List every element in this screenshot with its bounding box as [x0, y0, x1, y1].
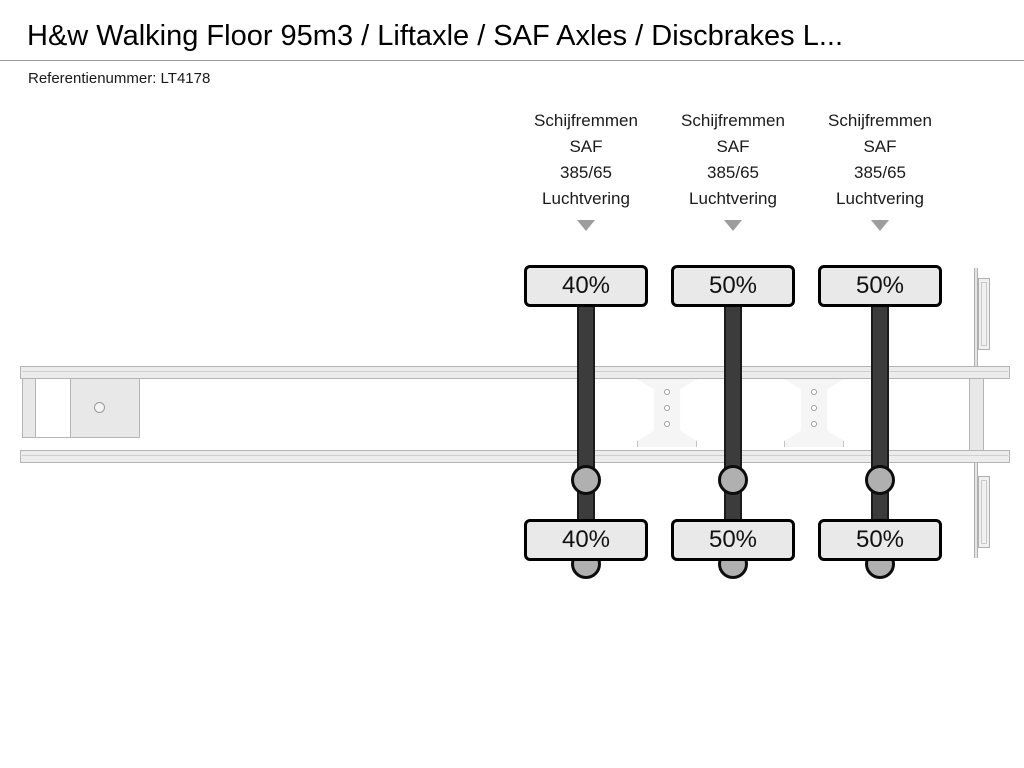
front-cross-member [22, 378, 36, 438]
axle-2-tyre-wear-bottom[interactable]: 50% [671, 519, 795, 561]
axle-3-suspension: Luchtvering [836, 189, 924, 208]
hanger-hole [664, 389, 670, 395]
axle-3-spec-label: Schijfremmen SAF 385/65 Luchtvering [805, 108, 955, 212]
hanger-hole [664, 421, 670, 427]
suspension-hanger [637, 373, 697, 447]
axle-3-tyre-wear-bottom[interactable]: 50% [818, 519, 942, 561]
axle-2-hub-top [718, 465, 748, 495]
chassis-rail-top [20, 366, 1010, 379]
axle-2-brake-type: Schijfremmen [681, 111, 785, 130]
rear-cross-panel [969, 372, 984, 454]
axle-1-hub-top [571, 465, 601, 495]
hanger-hole [664, 405, 670, 411]
kingpin-icon [94, 402, 105, 413]
hanger-holes [811, 389, 817, 427]
hanger-holes [664, 389, 670, 427]
axle-column-1[interactable]: Schijfremmen SAF 385/65 Luchtvering 40% … [511, 108, 661, 579]
rear-mudflap-inner [981, 480, 987, 544]
axle-1-tyre-size: 385/65 [560, 163, 612, 182]
axle-3-tyre-wear-top[interactable]: 50% [818, 265, 942, 307]
axle-1-spec-label: Schijfremmen SAF 385/65 Luchtvering [511, 108, 661, 212]
axle-column-2[interactable]: Schijfremmen SAF 385/65 Luchtvering 50% … [658, 108, 808, 579]
chevron-down-icon [577, 220, 595, 231]
hanger-hole [811, 421, 817, 427]
axle-2-tyre-size: 385/65 [707, 163, 759, 182]
chevron-down-icon [724, 220, 742, 231]
kingpin-plate [70, 378, 140, 438]
axle-2-brand: SAF [716, 137, 750, 156]
axle-1-suspension: Luchtvering [542, 189, 630, 208]
axle-3-tyre-size: 385/65 [854, 163, 906, 182]
axle-1-tyre-wear-top[interactable]: 40% [524, 265, 648, 307]
reference-number: Referentienummer: LT4178 [28, 70, 211, 87]
axle-3-brake-type: Schijfremmen [828, 111, 932, 130]
rear-mudflap-top [978, 278, 990, 350]
hanger-hole [811, 389, 817, 395]
front-gap [36, 378, 70, 438]
axle-2-suspension: Luchtvering [689, 189, 777, 208]
rear-mudflap-bottom [978, 476, 990, 548]
axle-3-bar [871, 280, 889, 560]
rail-highlight [22, 455, 1008, 456]
rail-highlight [22, 371, 1008, 372]
axle-1-brand: SAF [569, 137, 603, 156]
axle-1-bar [577, 280, 595, 560]
axle-3-hub-top [865, 465, 895, 495]
suspension-hanger [784, 373, 844, 447]
front-neck-assembly [22, 378, 140, 438]
axle-2-tyre-wear-top[interactable]: 50% [671, 265, 795, 307]
chassis-rail-bottom [20, 450, 1010, 463]
chevron-down-icon [871, 220, 889, 231]
axle-1-brake-type: Schijfremmen [534, 111, 638, 130]
axle-3-brand: SAF [863, 137, 897, 156]
hanger-hole [811, 405, 817, 411]
axle-2-bar [724, 280, 742, 560]
rear-mudflap-inner [981, 282, 987, 346]
axle-1-tyre-wear-bottom[interactable]: 40% [524, 519, 648, 561]
axle-2-spec-label: Schijfremmen SAF 385/65 Luchtvering [658, 108, 808, 212]
axle-column-3[interactable]: Schijfremmen SAF 385/65 Luchtvering 50% … [805, 108, 955, 579]
header-divider [0, 60, 1024, 61]
rear-assembly [960, 268, 1018, 558]
